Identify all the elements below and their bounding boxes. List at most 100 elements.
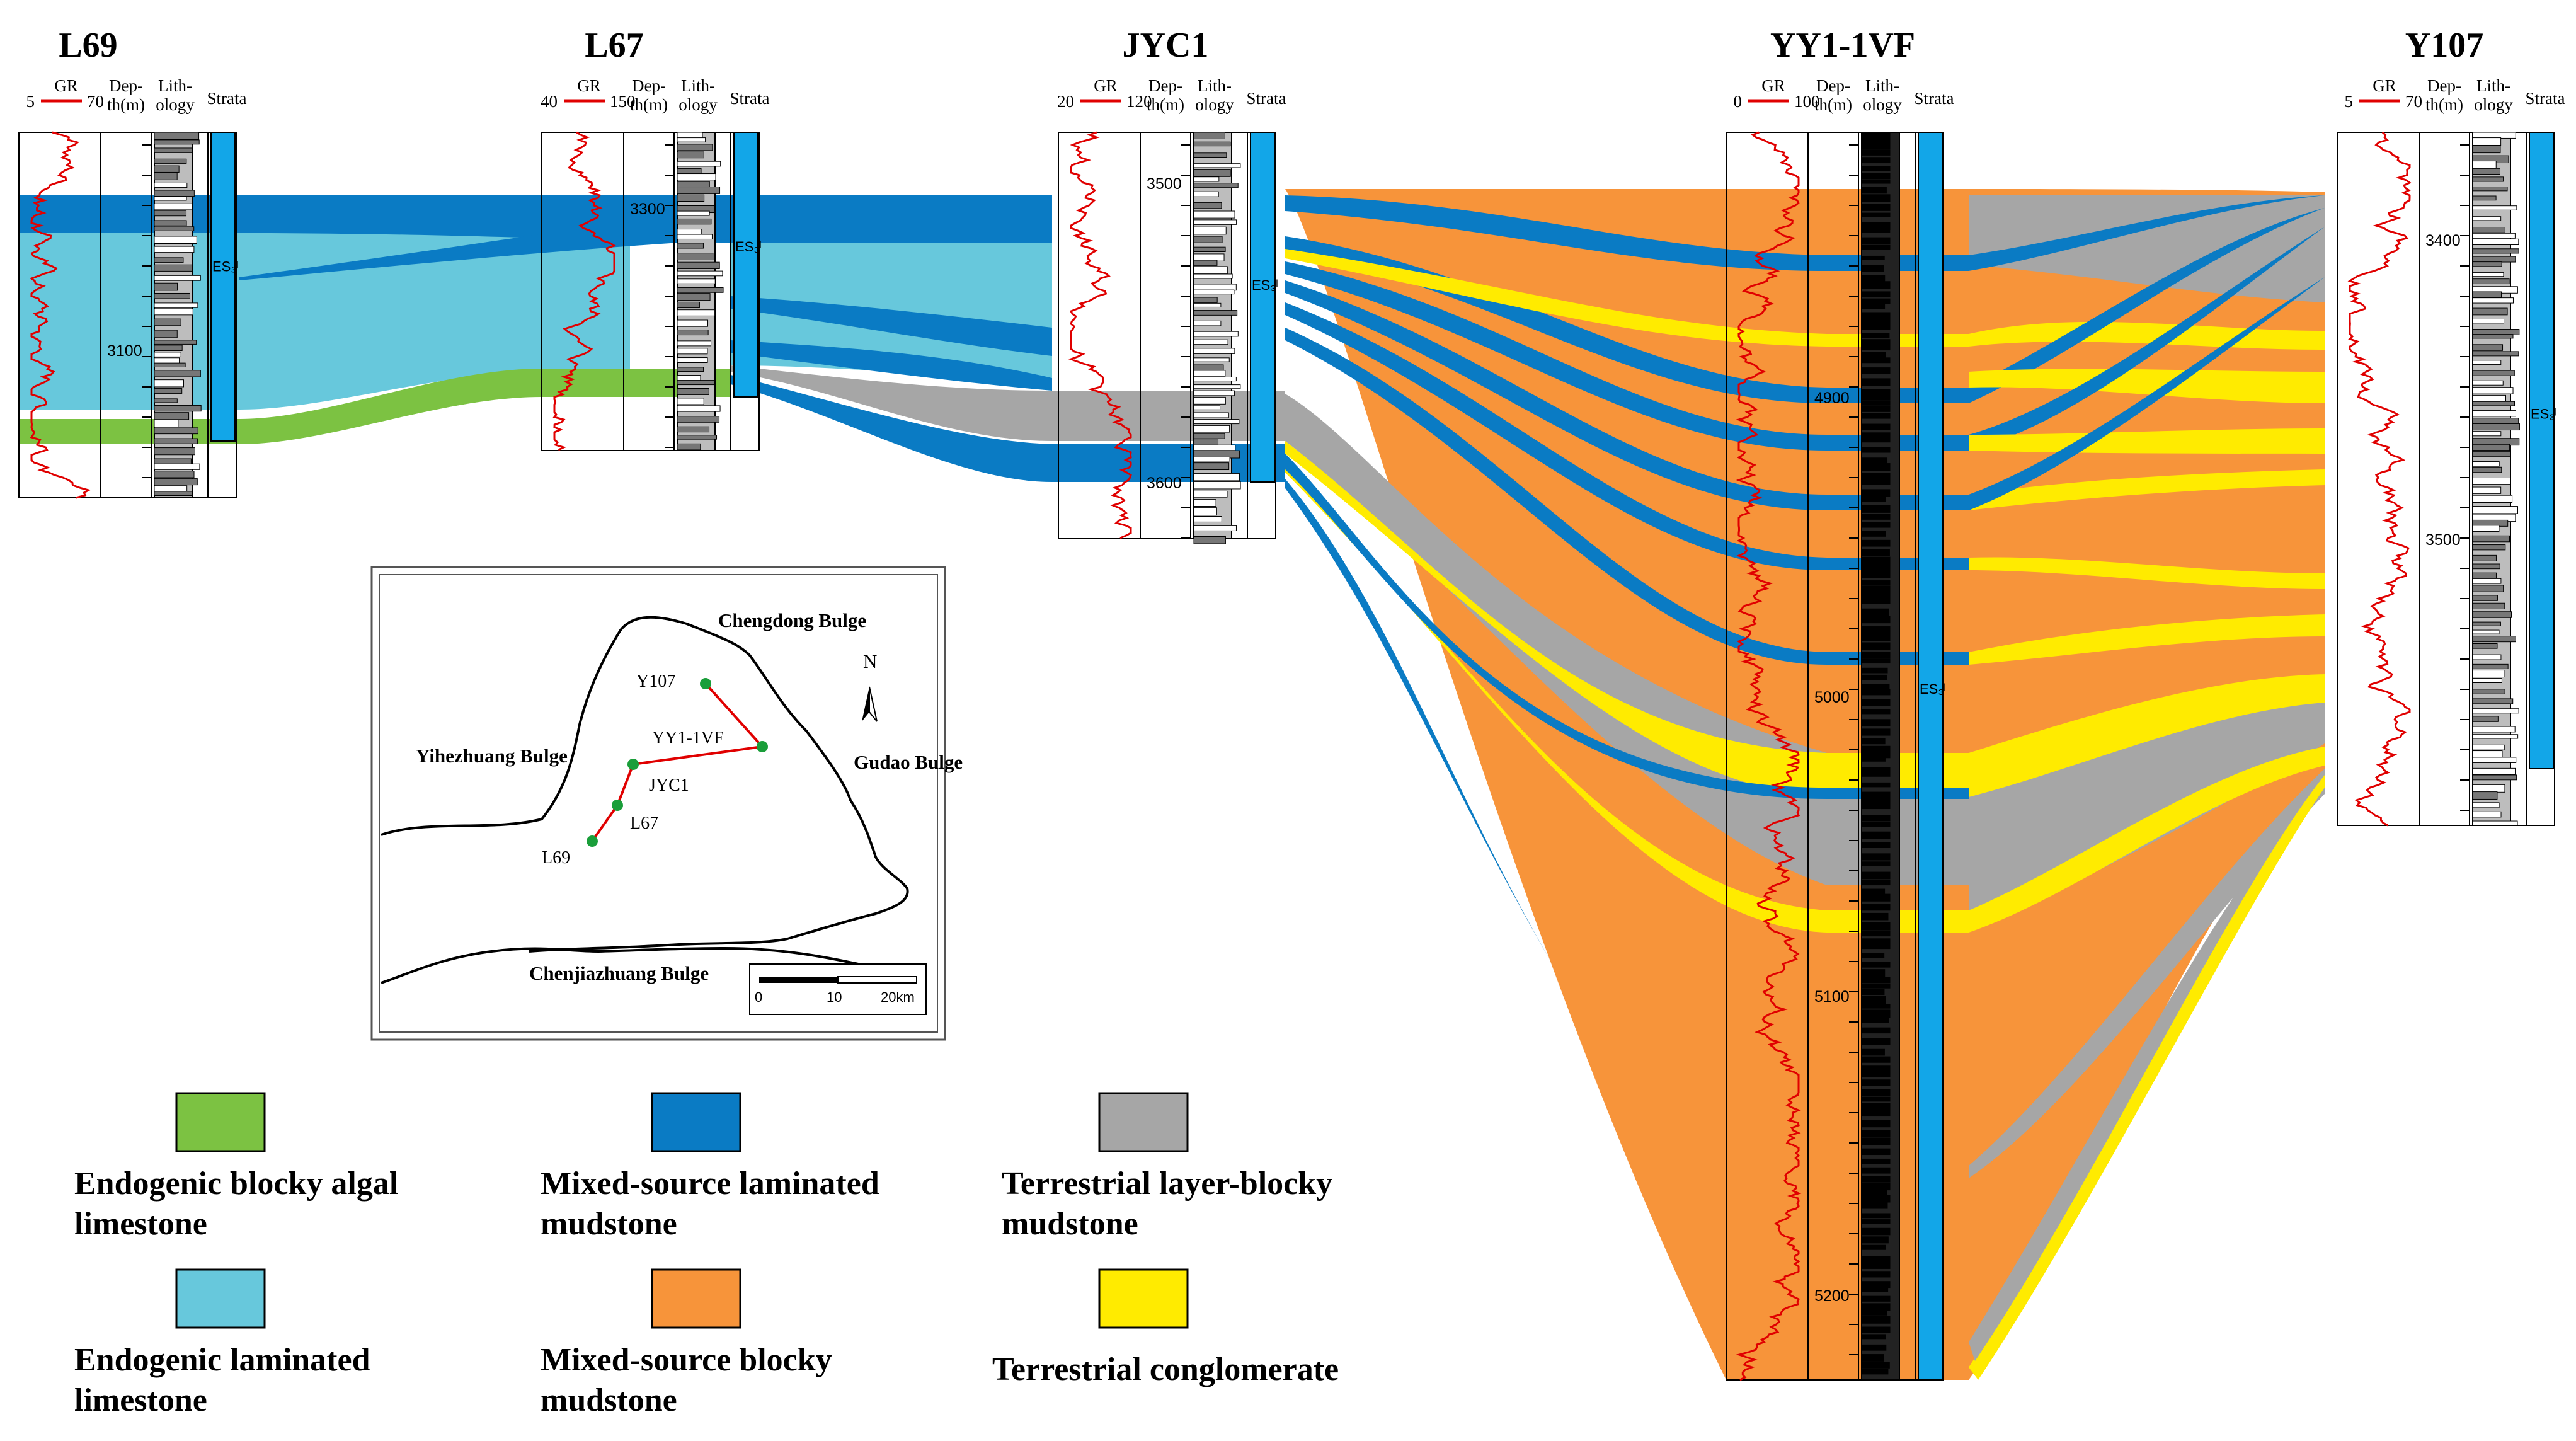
strata-header: Strata <box>730 89 770 108</box>
strata-header: Strata <box>1247 89 1286 108</box>
gr-curve <box>1068 131 1132 539</box>
lithology-track <box>1193 132 1241 544</box>
band-mixed-laminated <box>1969 227 2325 451</box>
strata-code: ES₃ˡ <box>2531 406 2557 422</box>
gr-curve <box>2347 131 2412 827</box>
profile-line <box>591 804 619 842</box>
lithology-header: Lith- <box>2476 76 2510 95</box>
depth-tick: 4900 <box>1814 389 1850 407</box>
depth-tick: 5200 <box>1814 1287 1850 1305</box>
bulge-label-chenjiazhuang: Chenjiazhuang Bulge <box>529 962 709 984</box>
bulge-label-gudao: Gudao Bulge <box>854 751 963 773</box>
legend-swatch <box>1098 1092 1189 1152</box>
strata-bar <box>1250 132 1275 483</box>
depth-tick: 3500 <box>1147 175 1182 193</box>
legend-label: limestone <box>74 1382 207 1418</box>
gr-min: 40 <box>541 92 558 111</box>
band-mixed-laminated <box>1285 479 1556 970</box>
band-algal-limestone <box>19 369 731 444</box>
track-frame <box>1058 132 1276 539</box>
track-frame <box>18 132 237 498</box>
gr-curve <box>552 131 617 451</box>
gr-max: 100 <box>1794 92 1820 111</box>
gr-max: 120 <box>1126 92 1152 111</box>
north-arrow-icon: N <box>862 650 878 722</box>
depth-header: Dep- <box>632 76 666 95</box>
band-mixed-laminated <box>1969 195 2325 271</box>
band-layer-blocky-mudstone <box>1969 775 2325 1361</box>
band-mixed-laminated <box>19 195 1052 243</box>
well-name: L69 <box>59 26 117 65</box>
depth-tick: 3300 <box>630 200 665 218</box>
band-yellow <box>1285 441 1969 797</box>
band-mixed-laminated <box>1969 208 2325 403</box>
scale-label-0: 0 <box>755 989 762 1005</box>
basin-outline-south <box>381 946 902 984</box>
map-frame-outer <box>370 566 946 1041</box>
scale-bar: 0 10 20km <box>749 963 927 1015</box>
band-yellow <box>1969 557 2325 589</box>
legend: Endogenic blocky algallimestoneMixed-sou… <box>74 1092 1339 1418</box>
well-marker <box>627 759 639 770</box>
legend-swatch <box>175 1092 266 1152</box>
lithology-track <box>154 132 202 498</box>
legend-label: Terrestrial conglomerate <box>992 1352 1339 1387</box>
lithology-header: ology <box>156 95 195 114</box>
well-name: YY1-1VF <box>1770 26 1915 65</box>
band-mixed-laminated <box>239 233 731 280</box>
gr-min: 5 <box>2345 92 2354 111</box>
band-mixed-laminated <box>731 340 1052 391</box>
legend-label: Mixed-source blocky <box>541 1342 832 1378</box>
band-yellow <box>1969 747 2325 933</box>
lithology-track <box>1861 132 1900 1381</box>
depth-tick: 3600 <box>1147 474 1182 492</box>
well-name: JYC1 <box>1123 26 1209 65</box>
track-frame <box>2337 132 2555 826</box>
lithology-header: Lith- <box>158 76 192 95</box>
legend-swatch <box>651 1268 741 1329</box>
gr-curve <box>1736 131 1802 1381</box>
legend-label: Mixed-source laminated <box>541 1166 879 1202</box>
lithology-header: ology <box>1195 95 1234 114</box>
well-marker <box>757 741 768 752</box>
gr-label: GR <box>1094 76 1118 95</box>
legend-label: mudstone <box>1002 1206 1138 1242</box>
strata-bar <box>210 132 236 442</box>
depth-header: th(m) <box>1147 95 1184 114</box>
band-layer-blocky-mudstone <box>1969 195 2325 302</box>
well-marker <box>700 678 711 689</box>
strata-header: Strata <box>2526 89 2565 108</box>
map-well-label-yy1-1vf: YY1-1VF <box>652 728 724 748</box>
map-well-label-jyc1: JYC1 <box>649 776 689 795</box>
gr-label: GR <box>577 76 601 95</box>
gr-label: GR <box>54 76 78 95</box>
location-map: Chengdong Bulge Yihezhuang Bulge Gudao B… <box>370 566 963 1041</box>
band-mixed-laminated <box>1285 236 1969 403</box>
north-label: N <box>863 650 877 672</box>
band-yellow <box>1969 614 2325 665</box>
depth-tick: 3500 <box>2425 531 2461 549</box>
strata-bar <box>733 132 758 398</box>
band-mixed-laminated <box>731 296 1052 356</box>
band-mixed-laminated <box>1969 277 2325 510</box>
band-yellow <box>1969 428 2325 454</box>
lithology-header: ology <box>678 95 718 114</box>
bulge-label-chengdong: Chengdong Bulge <box>718 609 866 631</box>
band-yellow <box>1969 674 2325 797</box>
gr-max: 70 <box>2405 92 2422 111</box>
band-layer-blocky-mudstone <box>1969 769 2325 1178</box>
track-frame <box>541 132 760 451</box>
legend-label: Terrestrial layer-blocky <box>1002 1166 1332 1202</box>
lithology-header: ology <box>2474 95 2513 114</box>
band-yellow <box>1969 775 2325 1380</box>
legend-label: limestone <box>74 1206 207 1242</box>
map-well-label-l67: L67 <box>630 813 658 833</box>
band-mixed-laminated <box>731 375 1285 482</box>
